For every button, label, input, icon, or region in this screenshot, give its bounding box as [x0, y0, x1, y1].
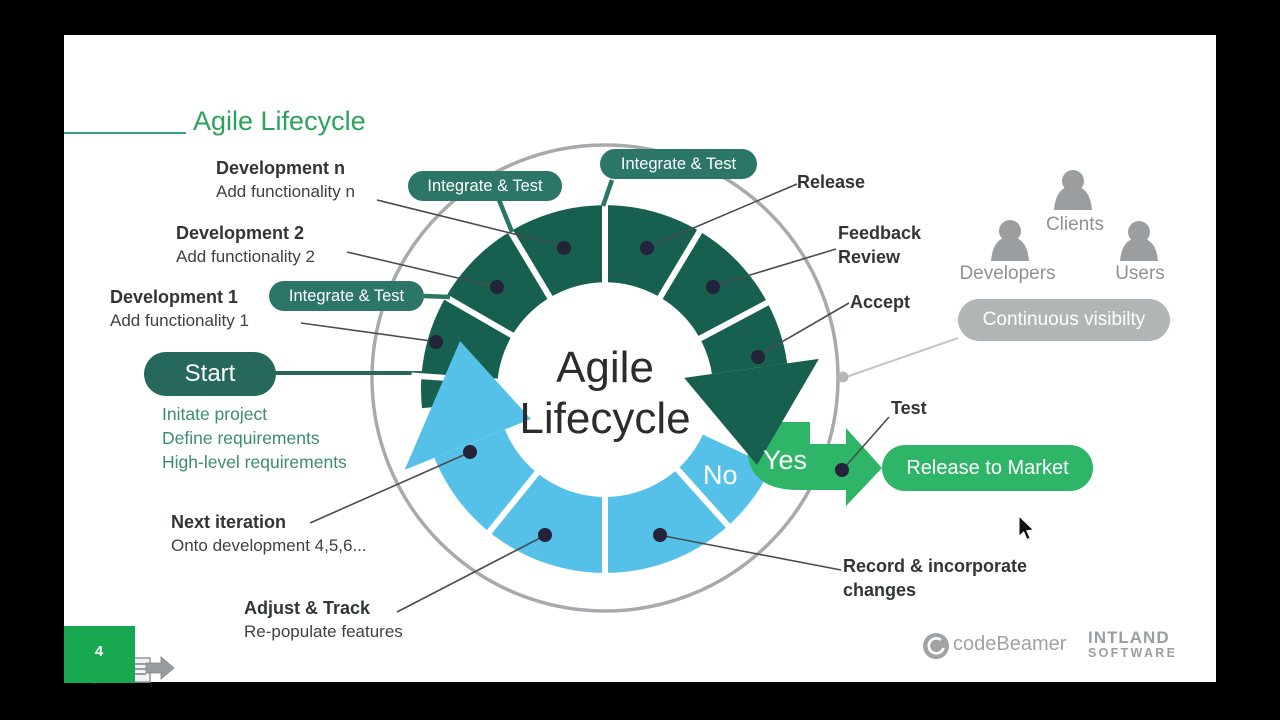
intland-logo-line2: SOFTWARE: [1088, 646, 1178, 660]
start-label: Start: [184, 360, 236, 387]
center-line1: Agile: [556, 343, 654, 392]
continuous-visibility-label: Continuous visibilty: [982, 309, 1146, 330]
next-slide-arrow-icon[interactable]: [145, 656, 175, 680]
start-pill: Start: [144, 352, 276, 396]
integrate-test-pill-upper-left: Integrate & Test: [408, 171, 562, 201]
clients-label: Clients: [1045, 214, 1105, 235]
callout-test: Test: [891, 398, 927, 418]
circle-node-dot: [837, 371, 849, 383]
mouse-cursor: [1018, 514, 1035, 541]
yes-label: Yes: [763, 445, 808, 475]
intland-logo-line1: INTLAND: [1088, 628, 1170, 647]
callout-next-iteration: Next iteration Onto development 4,5,6...: [171, 512, 367, 555]
callout-development-2: Development 2 Add functionality 2: [176, 223, 315, 266]
no-label: No: [703, 460, 738, 490]
iteration-arrowhead: [404, 341, 531, 470]
callout-feedback-review: Feedback Review: [838, 223, 922, 267]
people-icons: [991, 170, 1158, 261]
callout-release: Release: [797, 172, 866, 192]
integrate-test-label: Integrate & Test: [620, 154, 737, 173]
release-arrowhead: [684, 358, 819, 465]
users-label: Users: [1115, 263, 1165, 284]
integrate-test-pill-top: Integrate & Test: [600, 149, 757, 179]
page-number-box[interactable]: [64, 626, 135, 683]
start-note: Define requirements: [162, 428, 320, 448]
integrate-test-pill-left: Integrate & Test: [269, 281, 424, 311]
callout-accept: Accept: [850, 292, 911, 312]
anchor-dots: [429, 241, 849, 542]
center-line2: Lifecycle: [519, 394, 691, 443]
continuous-visibility-pill: Continuous visibilty: [958, 299, 1170, 341]
callout-development-n: Development n Add functionality n: [216, 158, 355, 201]
continuous-visibility-line: [845, 337, 959, 378]
development-arc-segment-gaps: [411, 195, 778, 386]
codebeamer-logo-text: codeBeamer: [953, 633, 1067, 655]
integrate-test-label: Integrate & Test: [288, 286, 405, 305]
diagram-center-label: Agile Lifecycle: [455, 342, 755, 444]
codebeamer-logo-icon: [923, 633, 949, 659]
development-arc: [421, 205, 788, 409]
callout-development-1: Development 1 Add functionality 1: [110, 287, 249, 330]
callout-adjust-track: Adjust & Track Re-populate features: [244, 598, 403, 641]
integrate-test-label: Integrate & Test: [427, 176, 543, 195]
callout-lines: [300, 183, 890, 613]
start-note: High-level requirements: [162, 452, 347, 472]
start-note: Initate project: [162, 404, 268, 424]
clients-icon: [1054, 170, 1092, 210]
page-title: Agile Lifecycle: [193, 106, 366, 136]
developers-icon: [991, 220, 1029, 261]
page-number: 4: [94, 643, 104, 660]
iteration-arc-segment-gaps: [480, 459, 738, 583]
users-icon: [1120, 221, 1158, 261]
start-notes: Initate project Define requirements High…: [162, 402, 347, 474]
release-to-market-pill: Release to Market: [882, 445, 1093, 491]
developers-label: Developers: [959, 263, 1056, 284]
release-to-market-label: Release to Market: [906, 456, 1069, 479]
integrate-test-pill-stems: [423, 179, 615, 300]
yes-arrow: [747, 422, 882, 506]
callout-record-changes: Record & incorporate changes: [843, 556, 1028, 600]
